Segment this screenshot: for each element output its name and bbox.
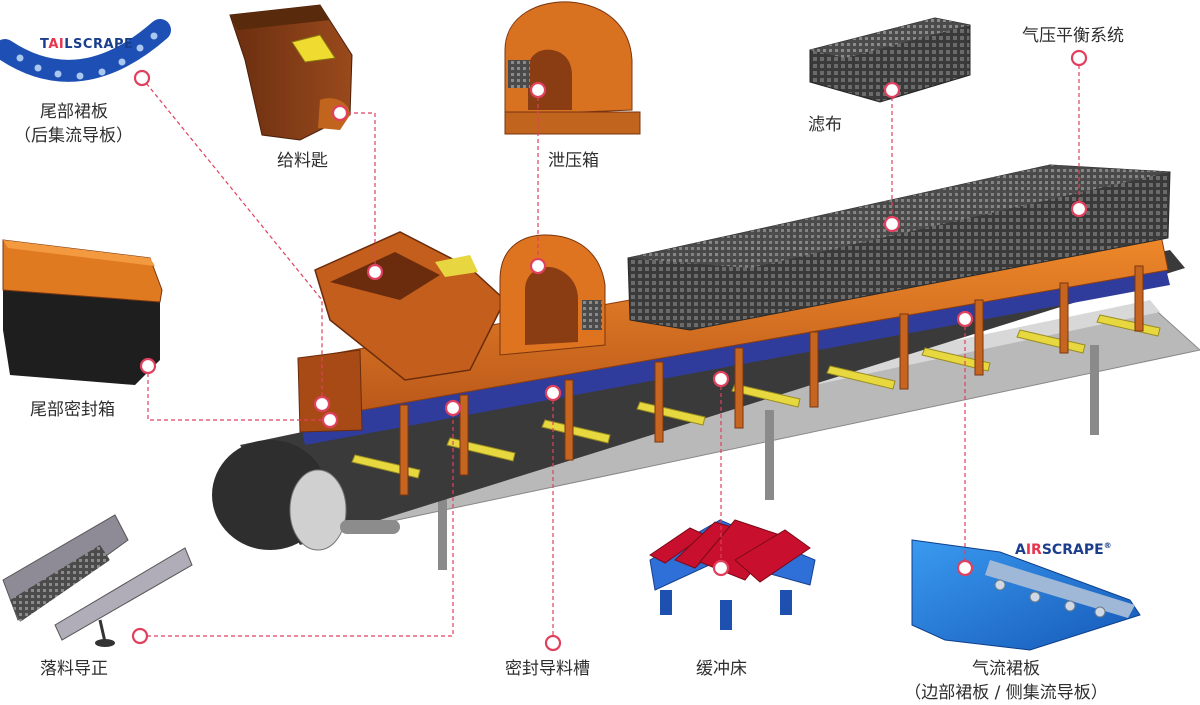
tail-seal-box-main bbox=[297, 349, 363, 433]
drop-guide-component bbox=[2, 514, 193, 647]
label-tail-skirt: 尾部裙板 bbox=[40, 102, 108, 122]
brand-a: A bbox=[1015, 542, 1026, 558]
dot-impact-bed-main bbox=[712, 370, 730, 388]
dot-impact-bed bbox=[712, 559, 730, 577]
main-conveyor bbox=[212, 164, 1200, 570]
tailscrape-logo: TAILSCRAPE bbox=[40, 37, 133, 52]
dot-air-skirt-main bbox=[956, 310, 974, 328]
dot-seal-chute-main bbox=[544, 384, 562, 402]
chute-posts bbox=[399, 265, 1144, 496]
label-tail-skirt-sub: （后集流导板） bbox=[14, 126, 133, 146]
dot-drop-guide-main bbox=[444, 399, 462, 417]
dot-tail-seal-box-main bbox=[321, 411, 339, 429]
filter-cover-top bbox=[628, 165, 1170, 268]
dot-seal-chute bbox=[544, 634, 562, 652]
label-seal-chute: 密封导料槽 bbox=[505, 659, 590, 679]
label-air-skirt: 气流裙板 bbox=[972, 659, 1040, 679]
impact-bed-component bbox=[649, 519, 816, 630]
label-tail-seal-box: 尾部密封箱 bbox=[30, 400, 115, 420]
brand-ai: AI bbox=[48, 37, 64, 52]
dot-feed-chute-main bbox=[366, 263, 384, 281]
brand-reg: ® bbox=[1104, 541, 1112, 550]
dot-relief-box bbox=[529, 81, 547, 99]
dot-air-skirt bbox=[956, 559, 974, 577]
callout-dots bbox=[131, 49, 1088, 652]
leader-drop-guide bbox=[140, 408, 454, 637]
relief-box-main-grille bbox=[582, 300, 602, 330]
label-pressure-balance: 气压平衡系统 bbox=[1022, 26, 1124, 46]
feed-hopper-lid bbox=[435, 255, 478, 277]
leader-lines bbox=[140, 58, 1080, 643]
dot-filter-cloth bbox=[883, 81, 901, 99]
airscrape-logo: AIRSCRAPE® bbox=[1015, 541, 1112, 558]
brand-lscrape: LSCRAPE bbox=[64, 37, 133, 52]
label-air-skirt-sub: （边部裙板 / 侧集流导板） bbox=[904, 683, 1108, 703]
filter-cloth-component bbox=[809, 17, 971, 103]
tail-pulley-face bbox=[289, 469, 347, 551]
brand-t: T bbox=[40, 37, 49, 52]
pulley-shaft bbox=[340, 520, 400, 534]
label-filter-cloth: 滤布 bbox=[808, 115, 842, 135]
feed-chute-component bbox=[229, 4, 353, 141]
support-leg bbox=[765, 410, 774, 500]
dot-pressure-balance-main bbox=[1070, 200, 1088, 218]
label-relief-box: 泄压箱 bbox=[548, 151, 599, 171]
dot-tail-skirt-main bbox=[313, 395, 331, 413]
dot-relief-box-main bbox=[529, 257, 547, 275]
tailscrape-component bbox=[0, 19, 171, 82]
brand-scrape: SCRAPE bbox=[1042, 542, 1104, 558]
dot-feed-chute bbox=[331, 104, 349, 122]
dot-filter-cloth-main bbox=[883, 215, 901, 233]
leader-tail-seal-box bbox=[147, 366, 330, 421]
dot-tail-seal-box bbox=[139, 357, 157, 375]
support-leg bbox=[1090, 345, 1099, 435]
leader-feed-chute bbox=[340, 112, 376, 272]
brand-ir: IR bbox=[1026, 542, 1042, 558]
dot-drop-guide bbox=[131, 627, 149, 645]
dot-pressure-balance bbox=[1070, 49, 1088, 67]
support-leg bbox=[438, 480, 447, 570]
dot-tail-skirt bbox=[133, 69, 151, 87]
label-impact-bed: 缓冲床 bbox=[696, 659, 747, 679]
feed-hopper-inner bbox=[330, 252, 440, 300]
tail-seal-box-component bbox=[2, 239, 163, 385]
label-feed-chute: 给料匙 bbox=[277, 151, 328, 171]
label-drop-guide: 落料导正 bbox=[40, 659, 108, 679]
relief-box-component bbox=[504, 1, 641, 135]
relief-box-main-arch bbox=[525, 266, 578, 345]
